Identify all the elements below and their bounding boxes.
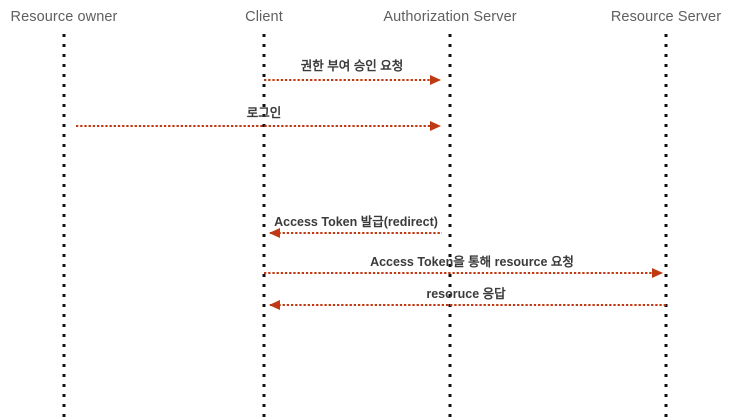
message-label-authorization-grant-request: 권한 부여 승인 요청 [300,59,404,73]
participant-header-authorization-server: Authorization Server [383,9,517,25]
arrowhead-right-icon [430,121,441,131]
message-label-login: 로그인 [246,106,282,120]
arrow-line [76,125,440,127]
participant-header-client: Client [245,9,283,25]
arrowhead-right-icon [430,75,441,85]
arrow-line [264,272,662,274]
message-label-resource-request-with-token: Access Token을 통해 resource 요청 [370,255,574,269]
participant-header-resource-owner: Resource owner [10,9,118,25]
message-label-access-token-issue-redirect: Access Token 발급(redirect) [274,215,438,229]
lifeline-authorization-server [448,34,452,420]
lifeline-resource-owner [62,34,66,420]
lifeline-client [262,34,266,420]
arrowhead-left-icon [269,228,280,238]
message-label-resource-response: resoruce 응답 [426,287,506,301]
arrowhead-left-icon [269,300,280,310]
arrow-line [270,304,666,306]
participant-header-resource-server: Resource Server [610,9,722,25]
arrowhead-right-icon [652,268,663,278]
lifeline-resource-server [664,34,668,420]
arrow-line [264,79,440,81]
arrow-line [270,232,442,234]
